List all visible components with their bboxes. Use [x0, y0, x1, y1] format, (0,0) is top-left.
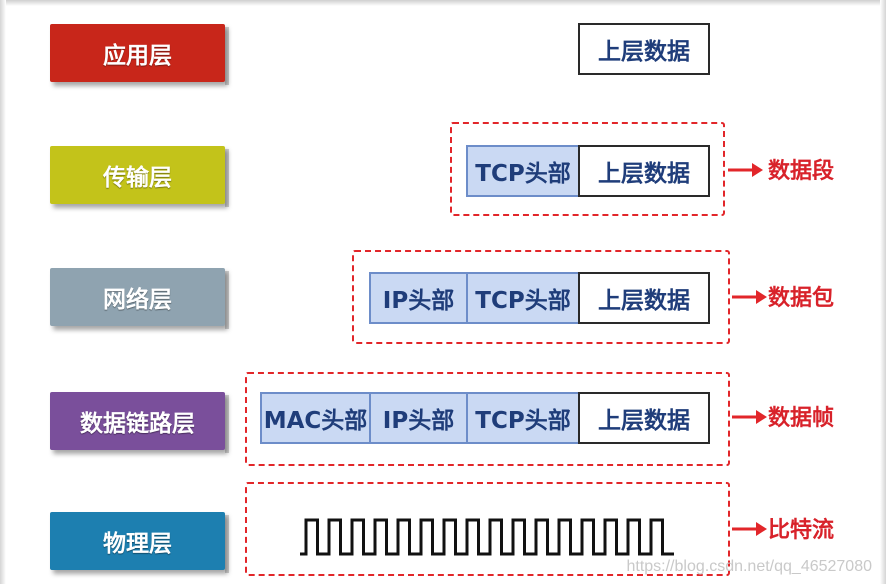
layer-physical: 物理层 [50, 512, 229, 573]
bitstream-label: 比特流 [768, 517, 835, 543]
watermark: https://blog.csdn.net/qq_46527080 [626, 558, 872, 575]
layer-network: 网络层 [50, 268, 229, 329]
transport-upper-data-box: 上层数据 [578, 145, 710, 197]
frame-shade-left [0, 0, 6, 584]
frame-label: 数据帧 [768, 405, 835, 431]
segment-arrow-icon [728, 163, 763, 177]
layer-datalink-label: 数据链路层 [80, 410, 195, 437]
frame-shade-right [880, 0, 886, 584]
bitstream-arrow-icon [732, 522, 767, 536]
datalink-ip-header-box: IP头部 [369, 392, 467, 444]
frame-dashed-frame [245, 372, 730, 466]
layer-application-label: 应用层 [103, 42, 172, 69]
transport-tcp-header-box: TCP头部 [466, 145, 579, 197]
datalink-mac-header-box: MAC头部 [260, 392, 370, 444]
app-upper-data-label: 上层数据 [598, 39, 690, 65]
layer-physical-label: 物理层 [103, 530, 172, 557]
square-wave-signal [300, 518, 674, 556]
datalink-ip-header-label: IP头部 [382, 408, 455, 434]
bitstream-dashed-frame [245, 482, 730, 576]
layer-transport: 传输层 [50, 146, 229, 207]
network-ip-header-label: IP头部 [382, 288, 455, 314]
packet-label: 数据包 [768, 285, 835, 311]
app-upper-data-box: 上层数据 [578, 23, 710, 75]
network-tcp-header-label: TCP头部 [475, 288, 571, 314]
datalink-tcp-header-box: TCP头部 [466, 392, 579, 444]
layer-application: 应用层 [50, 24, 229, 85]
frame-arrow-icon [732, 410, 767, 424]
packet-dashed-frame [352, 250, 730, 344]
layer-datalink: 数据链路层 [50, 392, 229, 453]
network-ip-header-box: IP头部 [369, 272, 467, 324]
layer-transport-label: 传输层 [103, 164, 172, 191]
transport-tcp-header-label: TCP头部 [475, 161, 571, 187]
segment-dashed-frame [450, 122, 725, 216]
frame-shade-top [0, 0, 886, 6]
network-upper-data-box: 上层数据 [578, 272, 710, 324]
datalink-upper-data-box: 上层数据 [578, 392, 710, 444]
layer-network-label: 网络层 [103, 286, 172, 313]
network-upper-data-label: 上层数据 [598, 288, 690, 314]
segment-label: 数据段 [768, 158, 835, 184]
datalink-tcp-header-label: TCP头部 [475, 408, 571, 434]
transport-upper-data-label: 上层数据 [598, 161, 690, 187]
network-tcp-header-box: TCP头部 [466, 272, 579, 324]
packet-arrow-icon [732, 290, 767, 304]
datalink-mac-header-label: MAC头部 [263, 408, 368, 434]
datalink-upper-data-label: 上层数据 [598, 408, 690, 434]
